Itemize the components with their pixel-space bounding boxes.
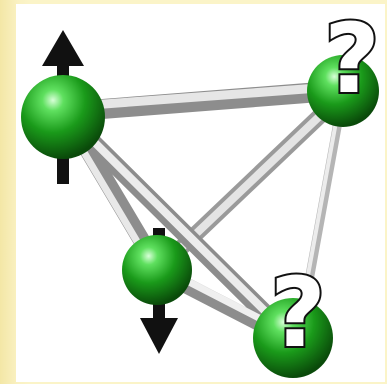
atom-bottom-right <box>253 298 333 378</box>
atom-bottom-left <box>122 235 192 305</box>
bond-topleft-bottomright-highlight <box>63 111 291 337</box>
bond-topright-bottomright-highlight <box>296 98 342 332</box>
question-mark-bottom-right: ? <box>270 257 326 369</box>
question-mark-top-right: ? <box>324 3 380 115</box>
atom-top-left <box>21 75 105 159</box>
unknown-spin-mark-bottom-right: ? <box>268 255 328 371</box>
unknown-spin-mark-top-right: ? <box>322 1 382 117</box>
bond-topleft-topright-highlight <box>59 81 350 112</box>
atom-top-right <box>307 55 379 127</box>
